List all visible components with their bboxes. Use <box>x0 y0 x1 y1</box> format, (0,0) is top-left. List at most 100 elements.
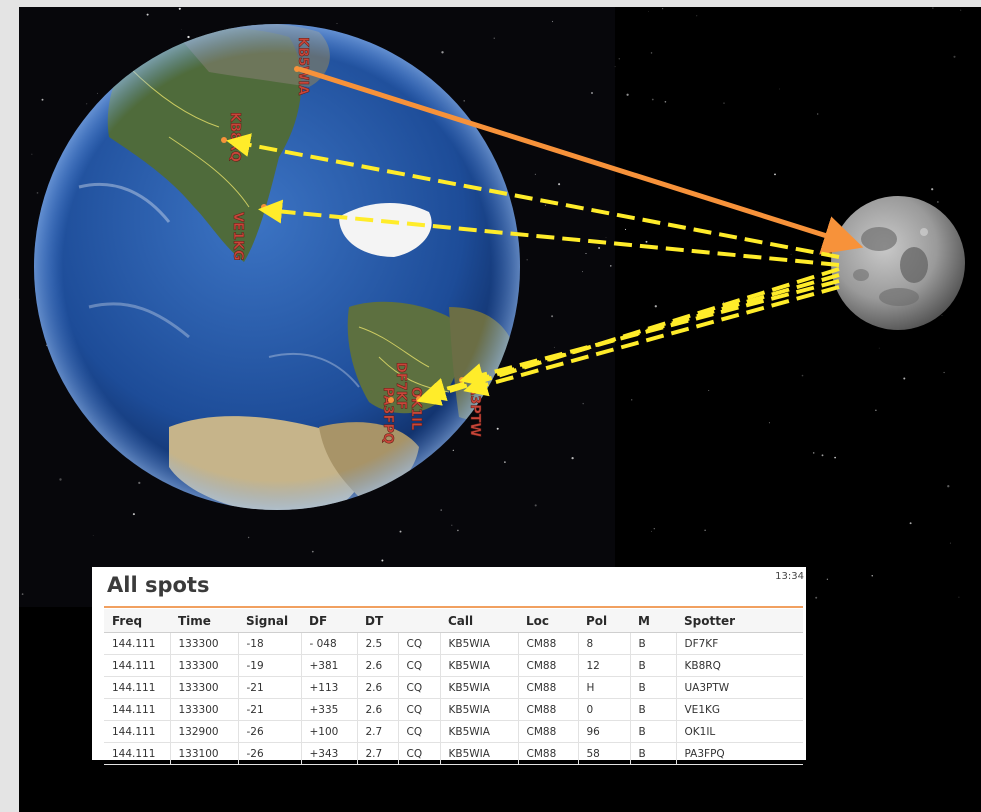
earth-globe <box>34 24 520 510</box>
star <box>463 100 465 102</box>
star <box>558 183 561 186</box>
cell-mode: CQ <box>398 654 441 677</box>
star <box>871 575 873 577</box>
star <box>551 315 554 318</box>
column-header-call[interactable]: Call <box>440 609 518 633</box>
all-spots-panel: All spots 13:34 Freq Time Signal DF DT C… <box>92 567 806 765</box>
spots-title-divider <box>104 606 803 608</box>
cell-signal: -21 <box>238 676 302 699</box>
star <box>146 13 149 16</box>
star <box>664 101 667 103</box>
star <box>648 11 649 12</box>
cell-mode: CQ <box>398 676 441 699</box>
spots-table: Freq Time Signal DF DT Call Loc Pol M Sp… <box>104 609 803 765</box>
star <box>834 456 836 459</box>
cell-time: 133300 <box>170 676 239 699</box>
star <box>605 237 607 238</box>
cell-spotter: UA3PTW <box>676 676 803 699</box>
column-header-loc[interactable]: Loc <box>518 609 578 633</box>
star <box>903 377 906 380</box>
star <box>723 301 725 303</box>
star <box>526 259 528 261</box>
cell-signal: -21 <box>238 698 302 721</box>
moon <box>831 196 965 330</box>
slide-frame-top <box>0 0 981 7</box>
star <box>571 456 574 460</box>
star <box>768 422 770 424</box>
cell-time: 133100 <box>170 742 239 765</box>
star <box>960 9 962 11</box>
column-header-df[interactable]: DF <box>301 609 357 633</box>
star <box>493 37 495 39</box>
cell-freq: 144.111 <box>104 742 171 765</box>
star <box>653 528 655 530</box>
star <box>551 20 554 23</box>
star <box>654 305 657 308</box>
cell-mode: CQ <box>398 720 441 743</box>
star <box>932 7 934 9</box>
cell-call: KB5WIA <box>440 698 519 721</box>
column-header-signal[interactable]: Signal <box>238 609 301 633</box>
spots-clock: 13:34 <box>775 571 804 582</box>
column-header-spotter[interactable]: Spotter <box>676 609 803 633</box>
cell-signal: -26 <box>238 720 302 743</box>
cell-loc: CM88 <box>518 654 579 677</box>
cell-df: - 048 <box>301 632 358 655</box>
eme-scene: KB5WIA KB8RQ VE1KG DF7KF OK1IL PA3FPQ UA… <box>19 7 981 812</box>
cell-df: +381 <box>301 654 358 677</box>
transmit-arrow <box>298 66 864 255</box>
cell-dt: 2.6 <box>357 654 399 677</box>
star <box>336 23 338 24</box>
cell-freq: 144.111 <box>104 698 171 721</box>
cell-dt: 2.6 <box>357 676 399 699</box>
cell-mode: CQ <box>398 632 441 655</box>
spots-header-row: Freq Time Signal DF DT Call Loc Pol M Sp… <box>104 609 803 633</box>
star <box>441 51 444 54</box>
column-header-time[interactable]: Time <box>170 609 238 633</box>
callsign-label-ve1kg: VE1KG <box>230 212 245 261</box>
cell-dt: 2.7 <box>357 742 399 765</box>
star <box>36 192 39 194</box>
star <box>943 371 945 374</box>
star <box>59 478 62 481</box>
cell-time: 132900 <box>170 720 239 743</box>
cell-loc: CM88 <box>518 698 579 721</box>
cell-spotter: KB8RQ <box>676 654 803 677</box>
cell-call: KB5WIA <box>440 676 519 699</box>
column-header-dt[interactable]: DT <box>357 609 398 633</box>
star <box>180 29 182 30</box>
column-header-m[interactable]: M <box>630 609 676 633</box>
cell-m: B <box>630 698 677 721</box>
star <box>19 298 20 301</box>
star <box>504 461 506 463</box>
spots-title: All spots <box>107 573 210 597</box>
cell-pol: 0 <box>578 698 631 721</box>
column-header-mode[interactable] <box>398 609 440 633</box>
star <box>138 481 141 485</box>
star <box>909 522 912 525</box>
cell-df: +335 <box>301 698 358 721</box>
star <box>941 315 943 317</box>
echo-arrows <box>226 133 840 406</box>
callsign-label-ok1il: OK1IL <box>408 387 423 430</box>
column-header-pol[interactable]: Pol <box>578 609 630 633</box>
star <box>631 399 633 401</box>
star <box>21 593 24 595</box>
star <box>614 66 616 68</box>
column-header-freq[interactable]: Freq <box>104 609 170 633</box>
cell-pol: H <box>578 676 631 699</box>
star <box>958 596 960 598</box>
star <box>381 559 384 562</box>
star <box>704 529 706 531</box>
star <box>723 102 725 104</box>
star <box>779 88 780 90</box>
star <box>92 535 94 536</box>
cell-dt: 2.7 <box>357 720 399 743</box>
star <box>440 509 442 511</box>
